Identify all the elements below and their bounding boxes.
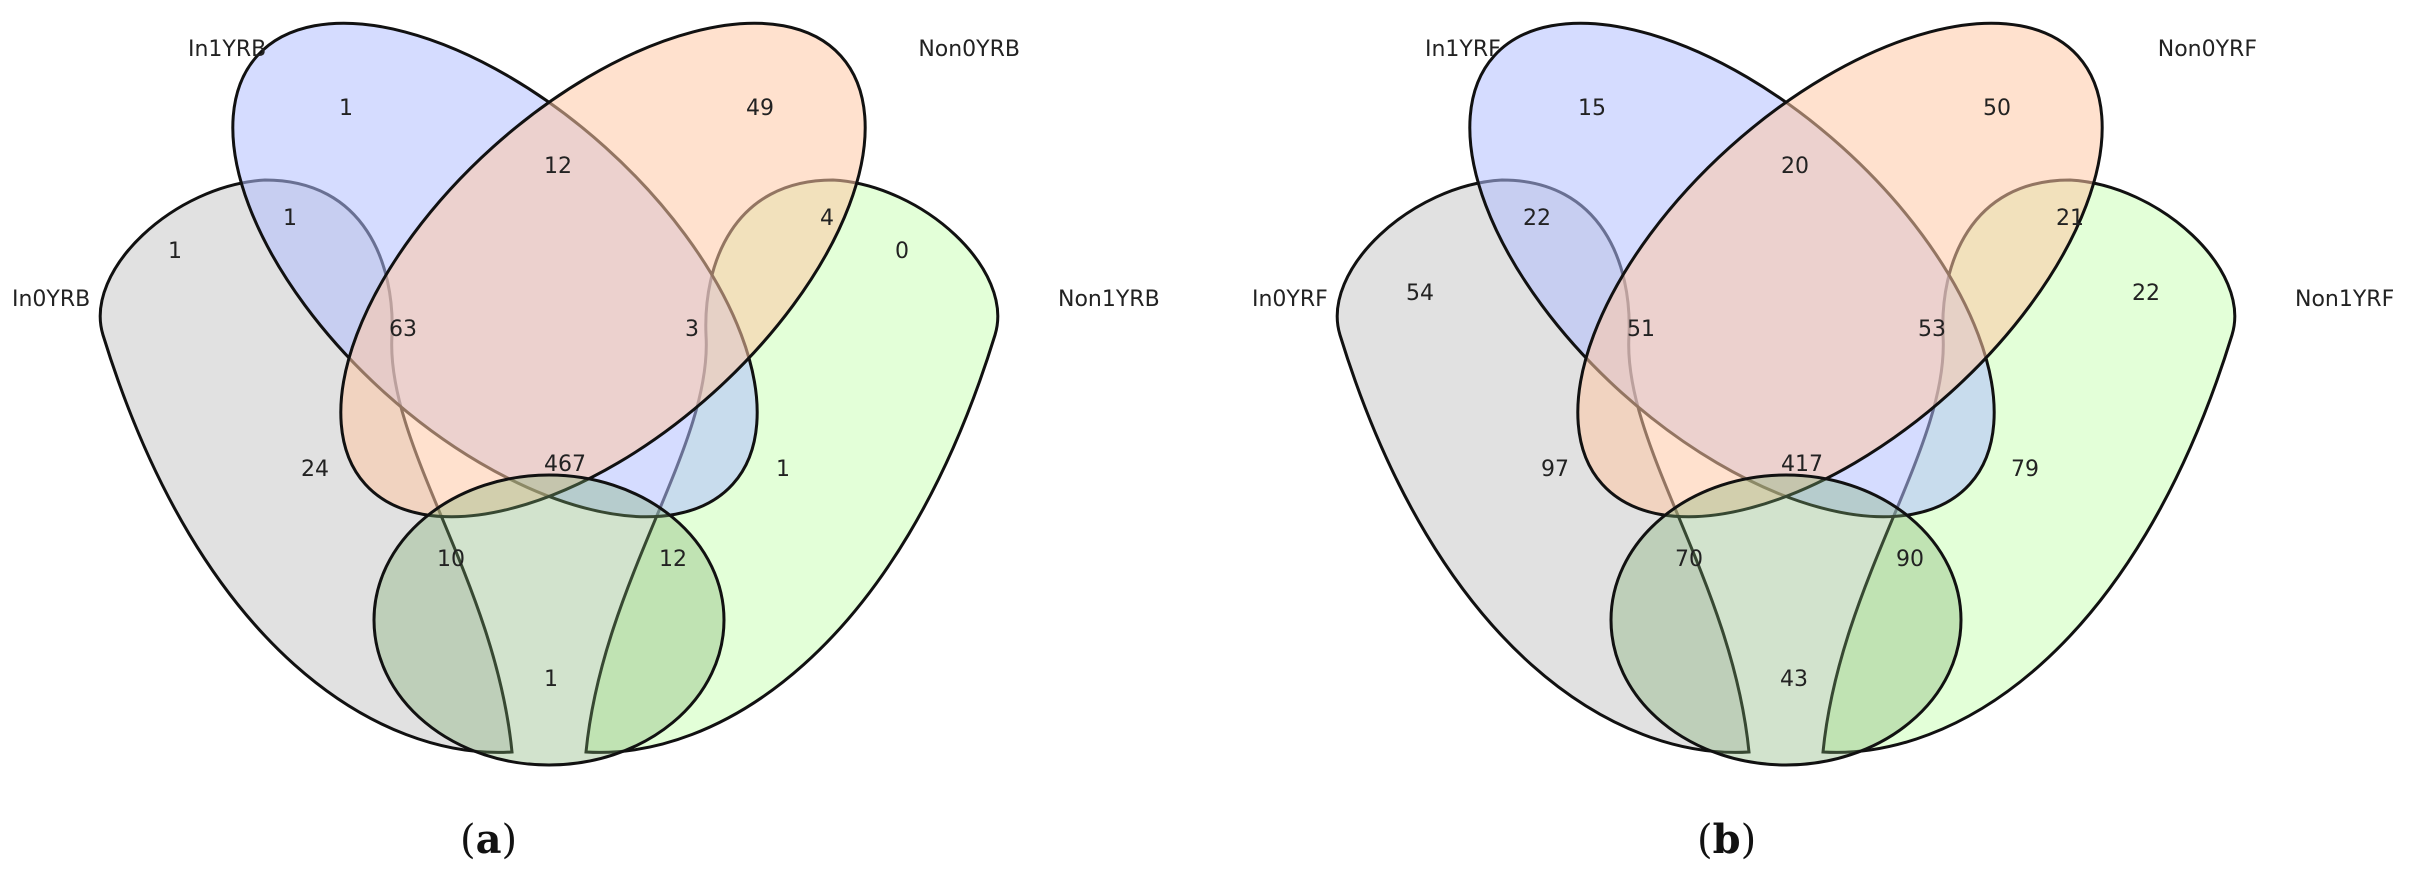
set-label-non1: Non1YRF bbox=[2295, 287, 2394, 312]
region-count-in0-only: 54 bbox=[1406, 281, 1434, 306]
panel-caption-a: (a) bbox=[460, 816, 518, 863]
set-label-non1: Non1YRB bbox=[1058, 287, 1160, 312]
region-count-in0-in1-non1: 90 bbox=[1896, 547, 1924, 572]
region-count-in0-only: 1 bbox=[168, 239, 182, 264]
region-count-all: 417 bbox=[1781, 452, 1823, 477]
region-count-in1-only: 15 bbox=[1578, 96, 1606, 121]
set-shape-in0-non1-overlap bbox=[372, 473, 726, 767]
region-count-in0-non1: 43 bbox=[1780, 667, 1808, 692]
set-label-in0: In0YRF bbox=[1252, 287, 1328, 312]
set-shape-in0-non1-overlap bbox=[1609, 473, 1963, 767]
panel-caption-letter-b: b bbox=[1712, 816, 1741, 863]
region-count-in0-non0-non1: 70 bbox=[1675, 547, 1703, 572]
region-count-in0-non0-non1: 10 bbox=[437, 547, 465, 572]
set-label-in0: In0YRB bbox=[12, 287, 90, 312]
region-count-in0-non1: 1 bbox=[544, 667, 558, 692]
region-count-in0-in1-non0: 63 bbox=[389, 317, 417, 342]
region-count-non1-only: 22 bbox=[2132, 281, 2160, 306]
region-count-all: 467 bbox=[544, 452, 586, 477]
panel-caption-b: (b) bbox=[1697, 816, 1757, 863]
region-count-in1-non1: 1 bbox=[776, 457, 790, 482]
region-count-in1-non0-non1: 53 bbox=[1918, 317, 1946, 342]
region-count-in1-non0: 12 bbox=[544, 154, 572, 179]
set-label-in1: In1YRB bbox=[188, 37, 266, 62]
venn-diagram-a: In1YRB Non0YRB In0YRB Non1YRB 1 49 12 1 … bbox=[12, 21, 1160, 767]
region-count-non0-only: 50 bbox=[1983, 96, 2011, 121]
region-count-non0-non1: 21 bbox=[2056, 206, 2084, 231]
venn-panel-a: In1YRB Non0YRB In0YRB Non1YRB 1 49 12 1 … bbox=[12, 21, 1160, 863]
set-shape-non0 bbox=[339, 21, 867, 519]
region-count-in0-in1-non0: 51 bbox=[1627, 317, 1655, 342]
venn-panel-b: In1YRF Non0YRF In0YRF Non1YRF 15 50 20 2… bbox=[1205, 0, 2410, 886]
region-count-in1-non0: 20 bbox=[1781, 154, 1809, 179]
set-label-non0: Non0YRF bbox=[2158, 37, 2257, 62]
set-label-in1: In1YRF bbox=[1425, 37, 1501, 62]
region-count-in1-non0-non1: 3 bbox=[685, 317, 699, 342]
region-count-in1-non1: 79 bbox=[2011, 457, 2039, 482]
region-count-non0-non1: 4 bbox=[820, 206, 834, 231]
set-shape-non0 bbox=[1576, 21, 2104, 519]
region-count-in1-only: 1 bbox=[339, 96, 353, 121]
region-count-in0-non0: 24 bbox=[301, 457, 329, 482]
region-count-non0-only: 49 bbox=[746, 96, 774, 121]
set-label-non0: Non0YRB bbox=[918, 37, 1020, 62]
venn-diagram-b: In1YRF Non0YRF In0YRF Non1YRF 15 50 20 2… bbox=[1252, 21, 2394, 767]
panel-caption-letter-a: a bbox=[475, 816, 502, 863]
region-count-in0-non0: 97 bbox=[1541, 457, 1569, 482]
region-count-non1-only: 0 bbox=[895, 239, 909, 264]
region-count-in0-in1: 22 bbox=[1523, 206, 1551, 231]
region-count-in0-in1-non1: 12 bbox=[659, 547, 687, 572]
region-count-in0-in1: 1 bbox=[283, 206, 297, 231]
